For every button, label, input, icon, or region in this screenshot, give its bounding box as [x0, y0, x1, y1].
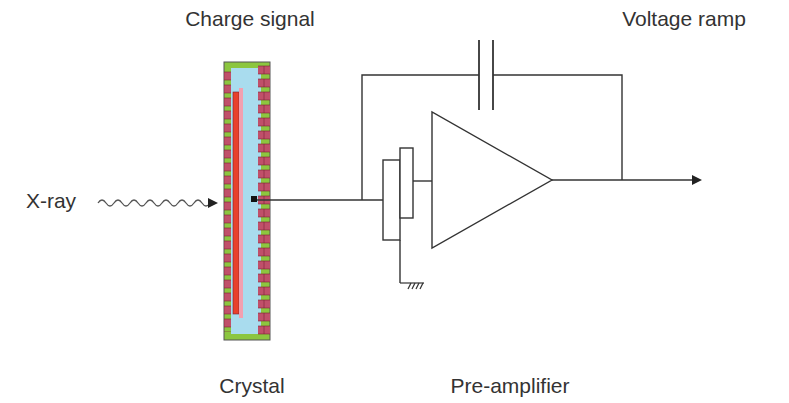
x-ray-wave [98, 200, 216, 206]
signal-label: Charge signal [185, 7, 315, 31]
fet-symbol [383, 148, 413, 240]
part-name: Pre-amplifier [450, 374, 569, 398]
signal-label: Voltage ramp [622, 7, 746, 31]
crystal [224, 62, 270, 340]
ground-symbol [400, 283, 424, 289]
capacitor [479, 40, 493, 110]
amplifier-triangle [432, 112, 552, 248]
input-label: X-ray [26, 189, 76, 213]
part-name: Crystal [219, 374, 284, 398]
